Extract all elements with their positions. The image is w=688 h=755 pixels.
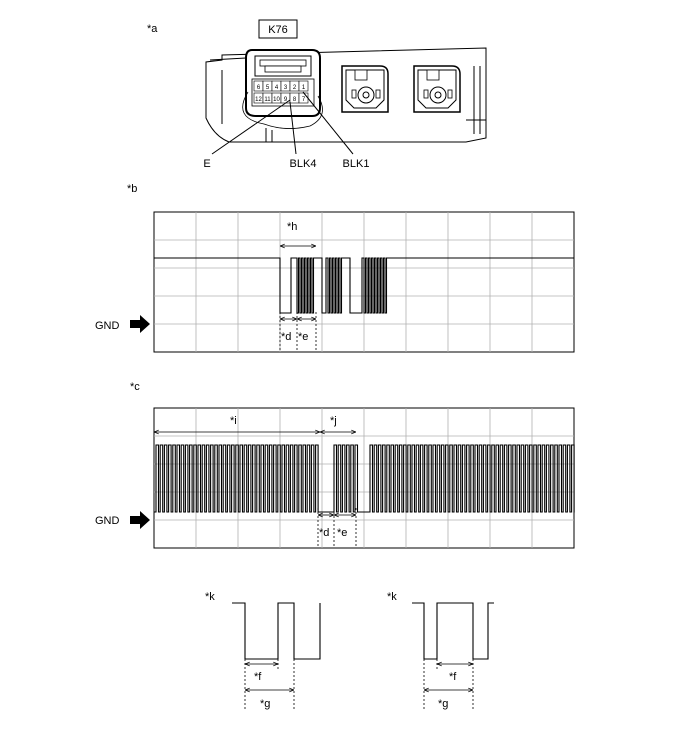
callout-blk4: BLK4	[290, 158, 317, 170]
label-k-right: *k	[387, 591, 397, 603]
label-f-left: *f	[254, 671, 262, 683]
label-i: *i	[230, 415, 237, 427]
label-h: *h	[287, 221, 297, 233]
label-d-b: *d	[281, 331, 291, 343]
pin-label: 7	[302, 97, 306, 103]
label-j: *j	[330, 415, 337, 427]
gnd-label-c: GND	[95, 515, 120, 527]
gnd-arrow-icon	[130, 511, 150, 529]
gnd-label-b: GND	[95, 320, 120, 332]
connector-id-box	[258, 19, 298, 39]
pin-label: 12	[255, 97, 262, 103]
label-d-c: *d	[319, 527, 329, 539]
connector-id-label: K76	[268, 24, 288, 36]
label-e-b: *e	[298, 331, 308, 343]
callout-line-blk4	[289, 101, 297, 155]
label-c: *c	[130, 381, 140, 393]
pin-label: 10	[273, 97, 280, 103]
pin-label: 6	[257, 85, 261, 91]
callout-blk1: BLK1	[343, 158, 370, 170]
waveform-b-signal	[154, 257, 574, 314]
pin-label: 5	[266, 85, 270, 91]
waveform-c-frame	[153, 407, 575, 549]
pin-label: 4	[275, 85, 279, 91]
label-b: *b	[127, 183, 137, 195]
label-k-left: *k	[205, 591, 215, 603]
pin-label: 3	[284, 85, 288, 91]
waveform-c-signal	[154, 444, 575, 513]
label-g-right: *g	[438, 698, 448, 710]
coax-connector-2	[413, 65, 461, 113]
callout-line-e	[211, 99, 291, 155]
label-a: *a	[147, 23, 158, 35]
pin-label: 11	[264, 97, 271, 103]
gnd-arrow-icon	[130, 315, 150, 333]
pin-label: 8	[293, 97, 297, 103]
coax-connector-1	[341, 65, 389, 113]
label-f-right: *f	[449, 671, 457, 683]
k76-connector: 6 5 4 3 2 1 12 11 10 9 8 7	[242, 49, 323, 142]
label-e-c: *e	[337, 527, 347, 539]
pin-label: 2	[293, 85, 297, 91]
pulse-detail-right	[412, 602, 494, 660]
pin-label: 9	[284, 97, 288, 103]
label-g-left: *g	[260, 698, 270, 710]
callout-line-blk1	[302, 91, 354, 155]
pulse-detail-left	[232, 602, 321, 660]
pin-label: 1	[302, 85, 306, 91]
callout-e: E	[203, 158, 210, 170]
waveform-b-frame	[153, 211, 575, 353]
